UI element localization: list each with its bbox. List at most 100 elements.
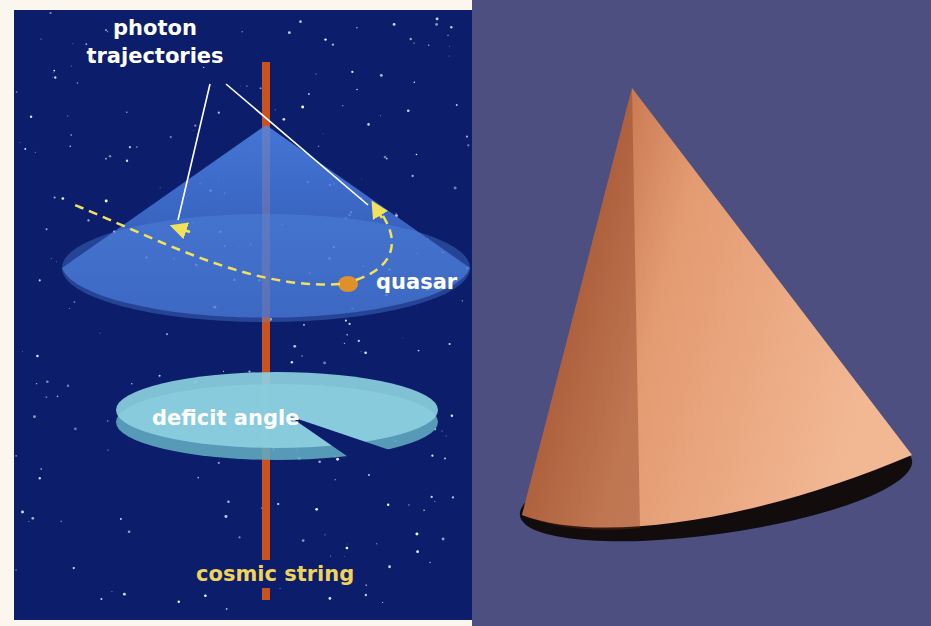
star xyxy=(62,197,65,200)
star xyxy=(55,261,57,263)
star xyxy=(238,536,240,538)
star xyxy=(69,308,71,310)
star xyxy=(462,300,463,301)
star xyxy=(315,508,318,511)
stars xyxy=(15,12,469,610)
star xyxy=(409,38,411,40)
star xyxy=(384,156,387,159)
star xyxy=(442,538,445,541)
star xyxy=(246,85,247,86)
star xyxy=(28,521,29,522)
star xyxy=(444,457,446,459)
star xyxy=(451,414,453,416)
star xyxy=(423,509,425,511)
star xyxy=(429,562,431,564)
star xyxy=(356,89,358,91)
star xyxy=(308,93,310,95)
star xyxy=(299,20,302,23)
star xyxy=(35,152,36,153)
star xyxy=(361,178,363,180)
star xyxy=(33,415,36,418)
star xyxy=(402,337,404,339)
star xyxy=(100,598,102,600)
star xyxy=(109,155,112,158)
star xyxy=(447,35,448,36)
star xyxy=(178,601,180,603)
leader-line xyxy=(178,84,210,220)
star xyxy=(330,556,331,557)
star xyxy=(67,115,68,116)
star xyxy=(70,134,72,136)
star xyxy=(293,345,296,348)
star xyxy=(39,279,41,281)
star xyxy=(126,111,128,113)
star xyxy=(46,228,48,230)
photon-label: photon trajectories xyxy=(70,14,240,70)
star xyxy=(467,144,469,146)
star xyxy=(73,301,75,303)
star xyxy=(166,333,168,335)
star xyxy=(192,130,194,132)
star xyxy=(386,158,388,160)
star xyxy=(315,73,316,74)
star xyxy=(318,146,319,147)
star xyxy=(368,474,370,476)
star xyxy=(318,460,321,463)
star xyxy=(356,27,357,28)
star xyxy=(452,496,454,498)
star xyxy=(396,213,397,214)
star xyxy=(223,371,224,372)
star xyxy=(218,462,220,464)
star xyxy=(344,343,345,344)
deficit-notch xyxy=(289,416,396,462)
star xyxy=(302,539,305,542)
leader-line xyxy=(226,84,368,205)
star xyxy=(31,517,34,520)
star xyxy=(260,87,262,89)
star xyxy=(72,43,74,45)
star xyxy=(240,85,242,87)
star xyxy=(346,334,348,336)
star xyxy=(365,584,367,586)
star xyxy=(71,65,73,67)
star xyxy=(324,38,326,40)
disk-top xyxy=(116,372,438,448)
star xyxy=(428,44,430,46)
star xyxy=(322,133,324,135)
star xyxy=(136,146,137,147)
star xyxy=(16,91,18,93)
star xyxy=(218,112,220,114)
star xyxy=(21,511,24,514)
star xyxy=(364,351,367,354)
star xyxy=(380,74,383,77)
star xyxy=(335,479,336,480)
star xyxy=(126,160,128,162)
star xyxy=(441,430,442,431)
star xyxy=(303,324,305,326)
star xyxy=(393,23,396,26)
star xyxy=(51,77,53,79)
star xyxy=(131,383,133,385)
photon-path xyxy=(75,205,340,284)
deficit-disk: deficit angle xyxy=(112,368,442,472)
star xyxy=(15,569,16,570)
star xyxy=(418,350,419,351)
star xyxy=(54,76,56,78)
star xyxy=(105,199,108,202)
star xyxy=(418,350,420,352)
star xyxy=(412,175,414,177)
arrowhead xyxy=(178,228,190,232)
star xyxy=(107,449,108,450)
star xyxy=(22,350,24,352)
star xyxy=(329,597,332,600)
quasar-dot xyxy=(338,276,358,292)
photon-path xyxy=(356,205,392,280)
star xyxy=(324,534,325,535)
star xyxy=(346,547,349,550)
space-background xyxy=(14,10,472,620)
star xyxy=(227,501,229,503)
star xyxy=(345,319,347,321)
star xyxy=(456,104,458,106)
